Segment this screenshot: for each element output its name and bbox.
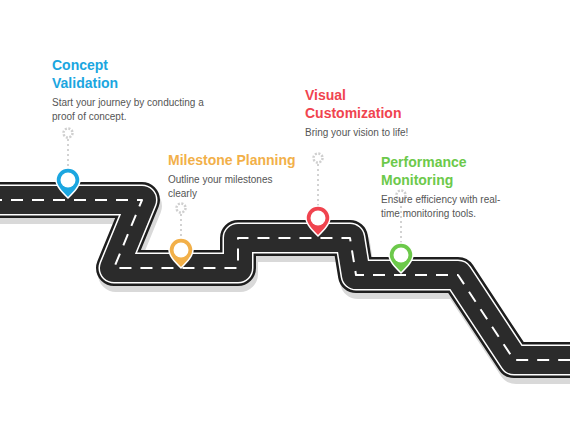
milestone-node: Visual CustomizationBring your vision to… bbox=[305, 86, 435, 140]
pin-hole bbox=[394, 248, 409, 263]
milestone-title: Performance Monitoring bbox=[381, 153, 493, 189]
milestone-node: Performance MonitoringEnsure efficiency … bbox=[381, 153, 517, 221]
road bbox=[0, 200, 570, 366]
milestone-description: Bring your vision to life! bbox=[305, 126, 435, 140]
road-edge bbox=[0, 200, 570, 360]
milestone-node: Milestone PlanningOutline your milestone… bbox=[168, 151, 328, 201]
pin-body bbox=[306, 206, 330, 236]
road-border-line bbox=[0, 200, 570, 360]
milestone-title: Visual Customization bbox=[305, 86, 427, 122]
pin-body bbox=[56, 168, 80, 198]
road-surface bbox=[0, 200, 570, 360]
leader-line bbox=[317, 164, 319, 206]
milestone-description: Start your journey by conducting a proof… bbox=[52, 96, 212, 124]
gear-icon bbox=[64, 129, 73, 138]
pin-body bbox=[169, 238, 193, 268]
road-center-dashes bbox=[0, 200, 570, 360]
milestone-title: Milestone Planning bbox=[168, 151, 328, 169]
map-pin bbox=[306, 154, 330, 237]
gear-icon bbox=[177, 204, 186, 213]
gear-icon bbox=[314, 154, 323, 163]
pin-markers bbox=[56, 129, 413, 274]
pin-body bbox=[389, 243, 413, 273]
pin-hole bbox=[61, 173, 76, 188]
milestone-title: Concept Validation bbox=[52, 56, 164, 92]
map-pin bbox=[56, 129, 80, 199]
pin-hole bbox=[174, 243, 189, 258]
map-pin bbox=[169, 204, 193, 269]
milestone-node: Concept ValidationStart your journey by … bbox=[52, 56, 212, 124]
pin-hole bbox=[311, 211, 326, 226]
leader-line bbox=[180, 214, 182, 238]
leader-line bbox=[400, 201, 402, 243]
milestone-description: Outline your milestones clearly bbox=[168, 173, 294, 201]
leader-line bbox=[67, 139, 69, 168]
milestone-description: Ensure efficiency with real-time monitor… bbox=[381, 193, 517, 221]
